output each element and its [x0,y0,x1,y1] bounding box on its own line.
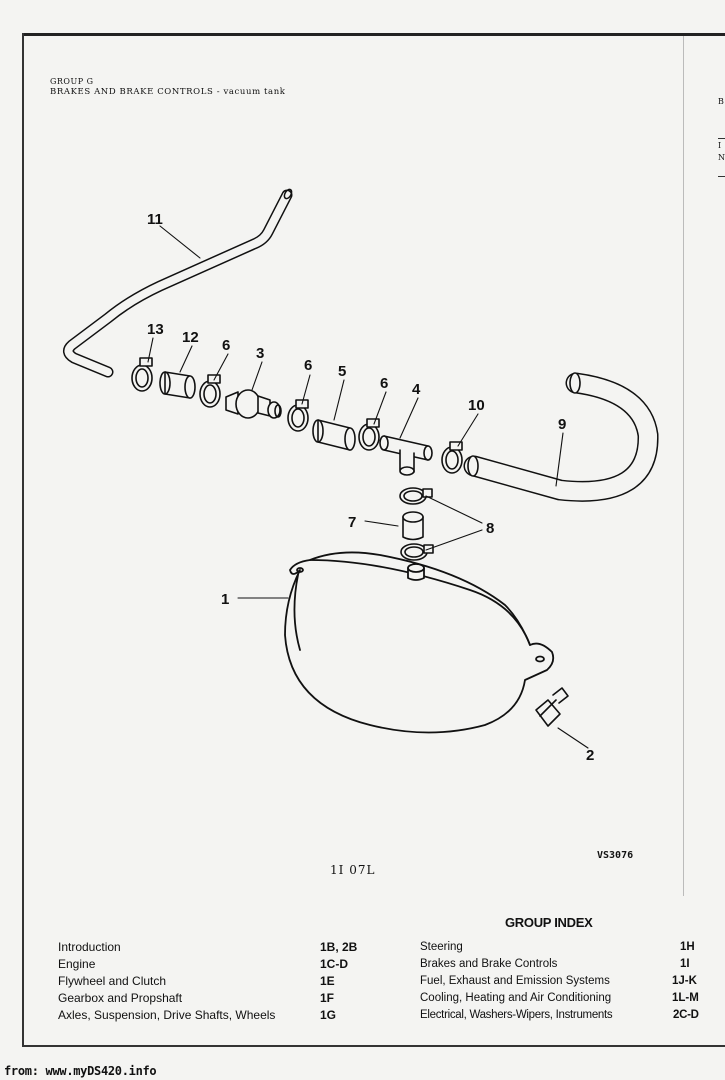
index-entry: Cooling, Heating and Air Conditioning 1L… [420,990,715,1006]
adjacent-page-fragment: N [718,153,725,162]
callout-7: 7 [348,514,356,531]
callout-4: 4 [412,381,421,398]
curved-hose-part-9 [463,372,659,502]
non-return-valve-part-3 [225,389,282,419]
left-border [22,33,24,1045]
index-entry-code: 2C-D [673,1009,699,1021]
index-entry: Fuel, Exhaust and Emission Systems 1J-K [420,973,715,989]
adjacent-page-fragment: B [718,97,724,106]
page-title: BRAKES AND BRAKE CONTROLS - vacuum tank [50,87,286,97]
index-entry-code: 1I [680,958,690,970]
callout-10: 10 [468,397,485,414]
illustration-reference: VS3076 [597,850,634,861]
t-piece-part-4 [379,435,433,476]
hose-part-12 [159,371,196,399]
callout-6: 6 [222,337,230,354]
index-entry-code: 1E [320,974,335,988]
callout-8: 8 [486,520,494,537]
index-entry-label: Axles, Suspension, Drive Shafts, Wheels [58,1008,276,1022]
index-entry-code: 1H [680,941,695,953]
vacuum-pipe-part-11 [63,188,293,378]
exploded-parts-diagram: 11 13 12 6 3 6 5 6 4 10 9 7 8 1 2 [63,188,659,764]
callout-9: 9 [558,416,566,433]
index-entry-label: Introduction [58,940,121,954]
drain-plug-part-2 [535,687,569,727]
top-border [22,33,725,36]
hose-clip-part-13 [131,357,153,392]
page-divider [683,36,684,896]
callout-1: 1 [221,591,229,608]
index-entry: Flywheel and Clutch 1E [58,973,358,989]
callout-12: 12 [182,329,199,346]
adjacent-page-fragment: I [718,141,722,150]
source-watermark: from: www.myDS420.info [4,1064,157,1078]
leader-lines [147,225,589,749]
callout-11: 11 [147,211,163,228]
hose-clip-part-10 [441,441,463,474]
hose-part-5 [312,419,356,451]
vacuum-tank-part-1 [284,551,555,734]
adjacent-rule [718,138,725,139]
callout-6: 6 [304,357,312,374]
index-entry-label: Cooling, Heating and Air Conditioning [420,992,612,1004]
index-entry-label: Electrical, Washers-Wipers, Instruments [420,1009,613,1021]
index-entry-label: Steering [420,941,463,953]
index-entry-label: Gearbox and Propshaft [58,991,183,1005]
page-number: 1I 07L [330,863,376,877]
callout-13: 13 [147,321,164,338]
index-entry-code: 1B, 2B [320,940,358,954]
hose-clip-part-6 [287,399,309,432]
index-entry: Axles, Suspension, Drive Shafts, Wheels … [58,1007,358,1023]
index-entry-label: Engine [58,957,96,971]
index-entry-code: 1F [320,991,335,1005]
index-entry: Brakes and Brake Controls 1I [420,956,715,972]
index-entry-code: 1C-D [320,957,349,971]
index-entry-label: Fuel, Exhaust and Emission Systems [420,975,610,987]
index-entry-code: 1G [320,1008,337,1022]
group-label: GROUP G [50,77,94,86]
index-entry-label: Brakes and Brake Controls [420,958,558,970]
hose-clip-part-8 [400,543,434,561]
index-entry-code: 1L-M [672,992,699,1004]
callout-3: 3 [256,345,264,362]
group-index-title: GROUP INDEX [505,915,593,930]
index-entry: Engine 1C-D [58,956,358,972]
index-entry: Introduction 1B, 2B [58,939,358,955]
bottom-border [22,1045,725,1047]
adjacent-rule [718,176,725,177]
hose-clip-part-6 [358,418,380,451]
callout-2: 2 [586,747,594,764]
index-entry-label: Flywheel and Clutch [58,974,167,988]
hose-part-7 [402,511,424,541]
index-entry-code: 1J-K [672,975,697,987]
index-entry: Electrical, Washers-Wipers, Instruments … [420,1007,715,1023]
hose-clip-part-6 [199,374,221,408]
index-entry: Steering 1H [420,939,715,955]
callout-5: 5 [338,363,346,380]
callout-6: 6 [380,375,388,392]
index-entry: Gearbox and Propshaft 1F [58,990,358,1006]
